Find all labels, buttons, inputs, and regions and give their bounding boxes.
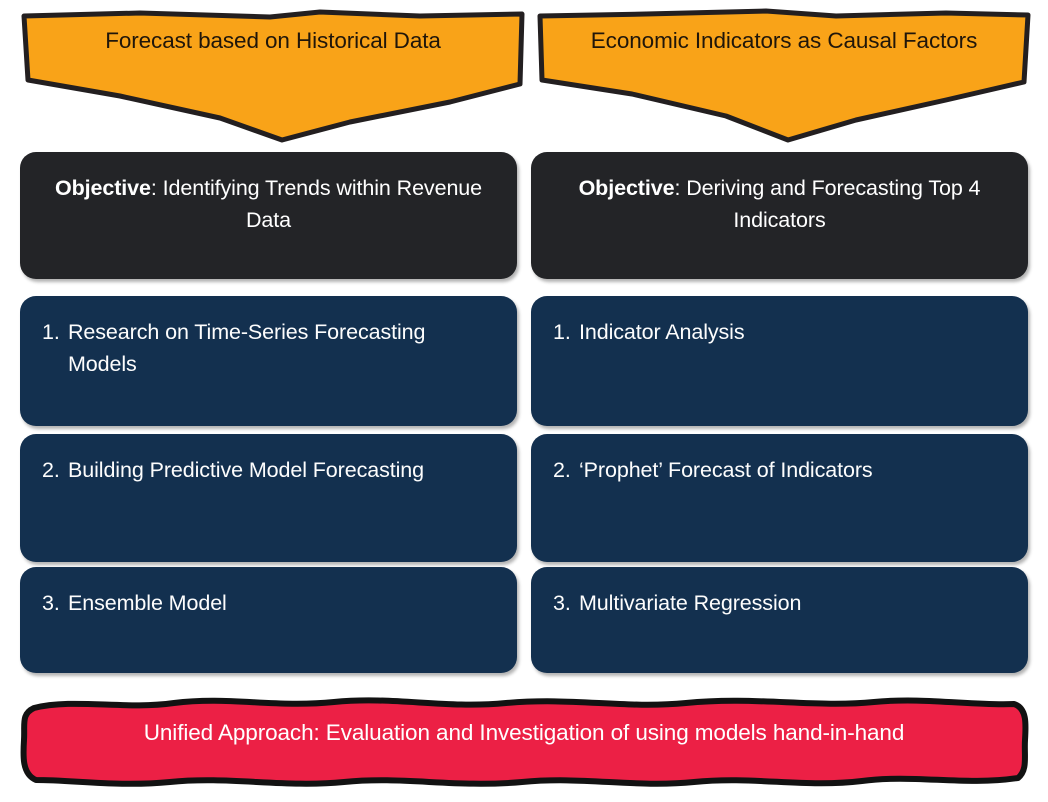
- step-label-economic-2: ‘Prophet’ Forecast of Indicators: [579, 458, 873, 482]
- step-label-historical-1: Research on Time-Series Forecasting Mode…: [68, 320, 426, 376]
- step-number-historical-1: 1.: [42, 320, 60, 344]
- step-content-historical-2: 2. Building Predictive Model Forecasting: [20, 434, 517, 486]
- step-card-historical-3[interactable]: 3. Ensemble Model: [20, 567, 517, 673]
- objective-separator-historical: :: [150, 176, 157, 200]
- step-label-historical-2: Building Predictive Model Forecasting: [68, 458, 425, 482]
- objective-body-historical: Identifying Trends within Revenue Data: [162, 176, 483, 232]
- step-content-economic-2: 2. ‘Prophet’ Forecast of Indicators: [531, 434, 1028, 486]
- objective-separator-economic: :: [674, 176, 681, 200]
- objective-prefix-economic: Objective: [578, 176, 675, 200]
- step-card-economic-1[interactable]: 1. Indicator Analysis: [531, 296, 1028, 426]
- objective-text-economic: Objective: Deriving and Forecasting Top …: [531, 152, 1028, 236]
- objective-body-economic: Deriving and Forecasting Top 4 Indicator…: [686, 176, 981, 232]
- banner-arrow-economic-shape: [537, 8, 1031, 143]
- banner-arrow-historical-shape: [21, 9, 525, 143]
- unified-approach-banner: Unified Approach: Evaluation and Investi…: [14, 694, 1034, 792]
- unified-approach-shape: [20, 697, 1029, 787]
- step-card-economic-2[interactable]: 2. ‘Prophet’ Forecast of Indicators: [531, 434, 1028, 562]
- step-card-economic-3[interactable]: 3. Multivariate Regression: [531, 567, 1028, 673]
- step-content-economic-3: 3. Multivariate Regression: [531, 567, 1028, 619]
- banner-arrow-economic: Economic Indicators as Causal Factors: [536, 8, 1032, 143]
- step-number-economic-1: 1.: [553, 320, 571, 344]
- step-number-historical-2: 2.: [42, 458, 60, 482]
- step-content-historical-3: 3. Ensemble Model: [20, 567, 517, 619]
- step-content-economic-1: 1. Indicator Analysis: [531, 296, 1028, 348]
- step-number-economic-3: 3.: [553, 591, 571, 615]
- step-label-economic-3: Multivariate Regression: [579, 591, 802, 615]
- step-content-historical-1: 1. Research on Time-Series Forecasting M…: [20, 296, 517, 380]
- objective-prefix-historical: Objective: [54, 176, 151, 200]
- step-card-historical-2[interactable]: 2. Building Predictive Model Forecasting: [20, 434, 517, 562]
- step-number-historical-3: 3.: [42, 591, 60, 615]
- objective-text-historical: Objective: Identifying Trends within Rev…: [20, 152, 517, 236]
- step-card-historical-1[interactable]: 1. Research on Time-Series Forecasting M…: [20, 296, 517, 426]
- step-label-economic-1: Indicator Analysis: [579, 320, 745, 344]
- objective-card-economic: Objective: Deriving and Forecasting Top …: [531, 152, 1028, 279]
- banner-arrow-historical: Forecast based on Historical Data: [20, 9, 526, 143]
- step-number-economic-2: 2.: [553, 458, 571, 482]
- step-label-historical-3: Ensemble Model: [68, 591, 227, 615]
- objective-card-historical: Objective: Identifying Trends within Rev…: [20, 152, 517, 279]
